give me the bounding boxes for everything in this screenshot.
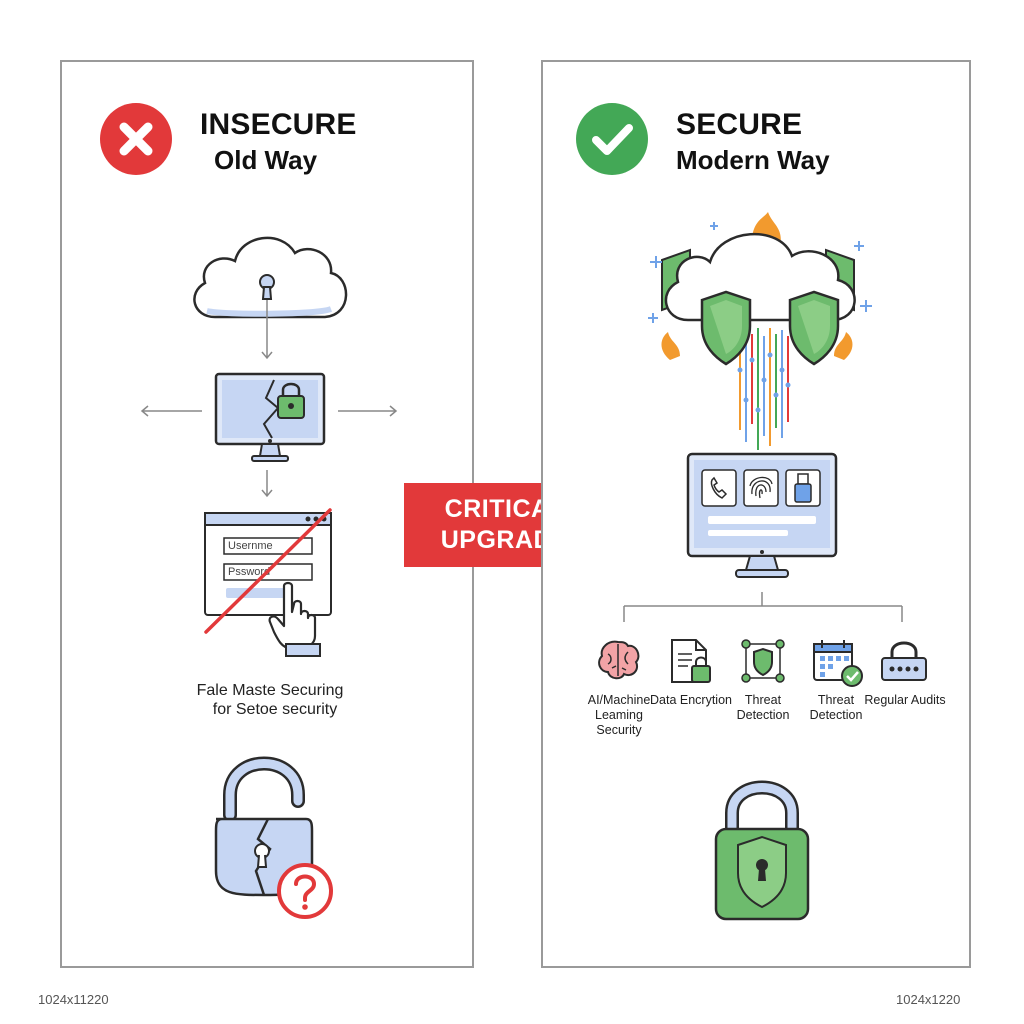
insecure-title: INSECURE <box>200 108 357 141</box>
insecure-caption-line-2: for Setoe security <box>212 701 338 718</box>
password-lock-icon <box>881 641 927 681</box>
arrow-down-icon <box>261 300 273 360</box>
shield-network-icon <box>741 639 785 683</box>
insecure-subtitle: Old Way <box>214 145 318 175</box>
secure-padlock-icon <box>714 780 810 921</box>
cloud-keyhole-icon <box>193 236 348 319</box>
brain-icon <box>598 640 640 680</box>
password-field: Pssword <box>228 566 271 578</box>
dimension-label-left: 1024x11220 <box>38 992 109 1007</box>
feature-label-regular-audits: Regular Audits <box>864 693 946 707</box>
question-icon <box>277 863 333 919</box>
dimension-label-right: 1024x1220 <box>896 992 961 1007</box>
secure-cloud-shields-icon <box>648 212 872 450</box>
feature-label-threat-detection: Threat Detection <box>736 693 790 722</box>
monitor-auth-icon <box>686 452 838 578</box>
check-icon <box>576 103 648 175</box>
feature-connector-lines <box>623 592 903 622</box>
feature-label-data-encryption: Data Encrytion <box>650 693 732 707</box>
document-lock-icon <box>671 639 711 683</box>
secure-title: SECURE <box>676 108 803 141</box>
calendar-check-icon <box>813 640 863 687</box>
feature-label-threat-detection-2: Threat Detection <box>809 693 863 722</box>
strike-through-line <box>204 508 332 634</box>
pointing-hand-icon <box>268 581 321 657</box>
x-icon <box>100 103 172 175</box>
arrow-down-icon <box>261 470 273 498</box>
monitor-broken-lock-icon <box>214 372 326 462</box>
username-field: Usernme <box>228 540 273 552</box>
arrow-right-icon <box>338 405 398 417</box>
feature-label-ai-security: AI/Machine Leaming Security <box>587 693 651 737</box>
arrow-left-icon <box>140 405 202 417</box>
insecure-caption-line-1: Fale Maste Securing <box>196 682 344 699</box>
secure-subtitle: Modern Way <box>676 145 830 175</box>
